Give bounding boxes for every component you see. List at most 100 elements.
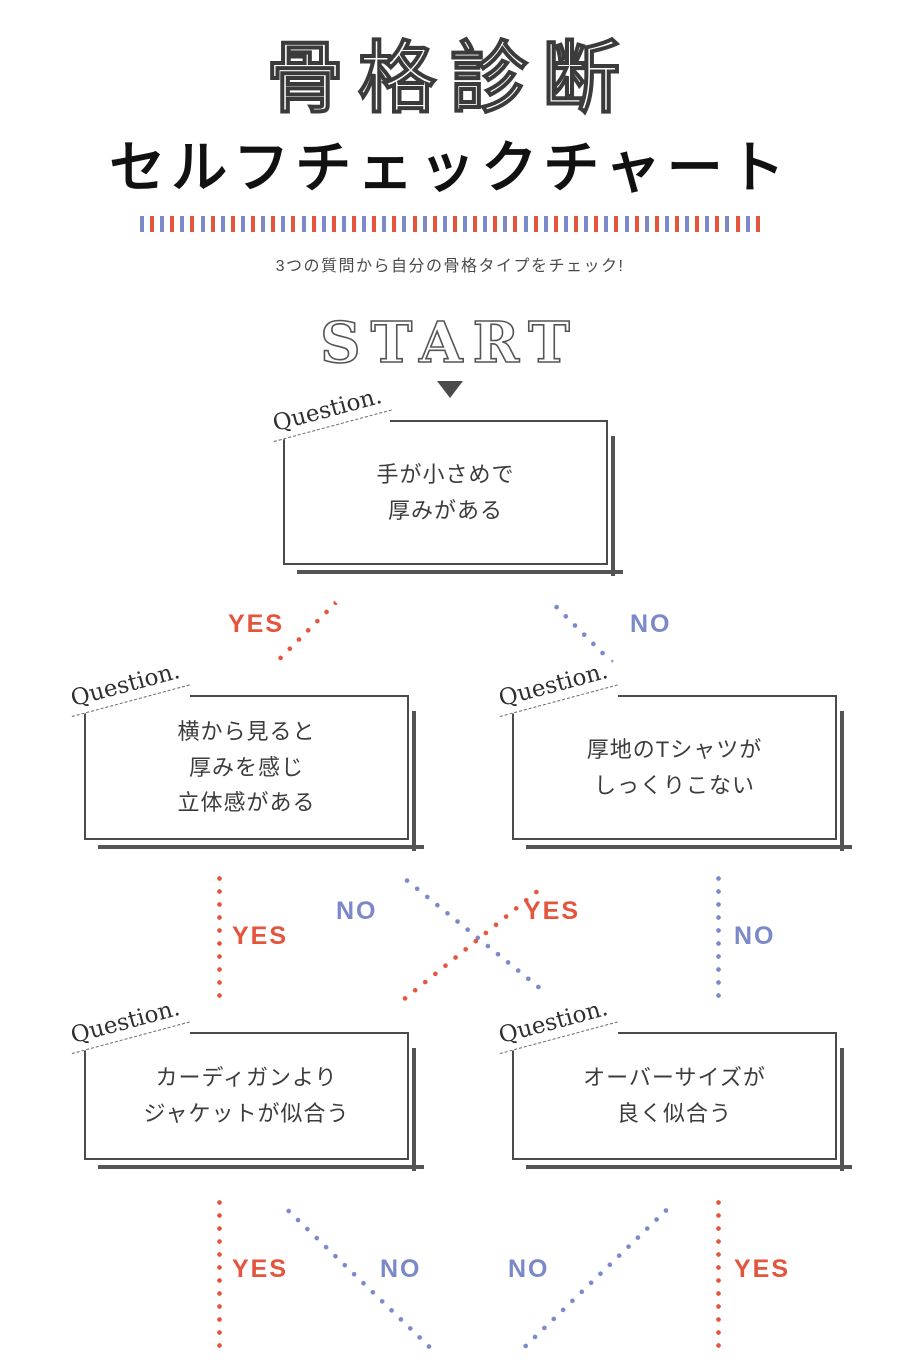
question-box-q3-left: カーディガンより ジャケットが似合う: [84, 1032, 424, 1171]
question-line: 厚みを感じ: [188, 754, 304, 780]
dash-tick: [755, 216, 760, 232]
question-line: 立体感がある: [177, 790, 316, 816]
question-box-q1: 手が小さめで 厚みがある: [283, 420, 623, 576]
connector-yes-q3-right: [716, 1196, 721, 1348]
dash-tick: [341, 216, 346, 232]
question-line: 良く似合う: [616, 1101, 732, 1126]
question-box-q2-right: 厚地のTシャツが しっくりこない: [512, 695, 852, 851]
dash-tick: [725, 216, 730, 232]
question-box-shadow-right: [412, 711, 416, 851]
answer-label-yes: YES: [232, 1255, 289, 1283]
question-box-shadow-bottom: [98, 845, 424, 849]
page-subtitle: 3つの質問から自分の骨格タイプをチェック!: [275, 258, 625, 275]
dash-tick: [503, 216, 508, 232]
dash-tick: [170, 216, 175, 232]
question-box-frame: [512, 1032, 837, 1160]
dash-tick: [715, 216, 720, 232]
dash-tick: [150, 216, 155, 232]
dash-tick: [563, 216, 568, 232]
dash-tick: [695, 216, 700, 232]
dash-tick: [372, 216, 377, 232]
question-line: ジャケットが似合う: [143, 1101, 350, 1126]
question-text-q3-left: カーディガンより ジャケットが似合う: [84, 1032, 409, 1160]
question-text-q1: 手が小さめで 厚みがある: [283, 420, 608, 565]
dash-tick: [473, 216, 478, 232]
question-line: 手が小さめで: [376, 461, 515, 487]
dash-tick: [654, 216, 659, 232]
question-box-shadow-right: [611, 436, 615, 576]
dash-tick: [321, 216, 326, 232]
dash-tick: [614, 216, 619, 232]
dash-tick: [463, 216, 467, 232]
decorative-dash-rule: [140, 216, 760, 232]
question-line: 厚みがある: [387, 497, 503, 523]
question-box-frame: [512, 695, 837, 840]
dash-tick: [543, 216, 548, 232]
dash-tick: [271, 216, 276, 232]
dash-tick: [331, 216, 336, 232]
dash-tick: [251, 216, 256, 232]
question-box-shadow-bottom: [526, 845, 852, 849]
connector-no-q2-right: [716, 872, 721, 1004]
answer-label-yes: YES: [232, 922, 289, 950]
dash-tick: [442, 216, 447, 232]
answer-label-yes: YES: [734, 1255, 791, 1283]
dash-tick: [523, 216, 528, 232]
dash-tick: [735, 216, 740, 232]
answer-label-no: NO: [734, 922, 776, 950]
dash-tick: [745, 216, 750, 232]
question-box-shadow-right: [412, 1048, 416, 1171]
dash-tick: [533, 216, 538, 232]
answer-label-no: NO: [380, 1255, 422, 1283]
dash-tick: [281, 216, 286, 232]
question-box-shadow-right: [840, 1048, 844, 1171]
question-line: 厚地のTシャツが: [586, 736, 763, 762]
dash-tick: [644, 216, 649, 232]
dash-tick: [210, 216, 215, 232]
dash-tick: [705, 216, 710, 232]
dash-tick: [392, 216, 397, 232]
question-line: オーバーサイズが: [583, 1065, 766, 1091]
page-title: セルフチェックチャート: [109, 135, 791, 201]
question-box-q2-left: 横から見ると 厚みを感じ 立体感がある: [84, 695, 424, 851]
dash-tick: [553, 216, 558, 232]
dash-tick: [230, 216, 235, 232]
dash-tick: [432, 216, 437, 232]
dash-tick: [200, 216, 205, 232]
dash-tick: [422, 216, 427, 232]
dash-tick: [382, 216, 387, 232]
dash-tick: [574, 216, 579, 232]
dash-tick: [180, 216, 185, 232]
question-box-frame: [283, 420, 608, 565]
dash-tick: [513, 216, 518, 232]
answer-label-no: NO: [336, 897, 378, 925]
question-text-q2-left: 横から見ると 厚みを感じ 立体感がある: [84, 695, 409, 840]
dash-tick: [634, 216, 639, 232]
dash-tick: [291, 216, 296, 232]
dash-tick: [140, 216, 144, 232]
connector-yes-q3-left: [217, 1196, 222, 1348]
dash-tick: [402, 216, 407, 232]
question-box-frame: [84, 695, 409, 840]
connector-no-q2-left: [400, 874, 548, 995]
dash-tick: [674, 216, 679, 232]
dash-tick: [220, 216, 225, 232]
question-text-q3-right: オーバーサイズが 良く似合う: [512, 1032, 837, 1160]
dash-tick: [160, 216, 165, 232]
question-box-shadow-bottom: [526, 1165, 852, 1169]
answer-label-yes: YES: [524, 897, 581, 925]
dash-tick: [594, 216, 599, 232]
question-box-shadow-bottom: [98, 1165, 424, 1169]
connector-yes-q2-left: [217, 872, 222, 1004]
start-label: START: [319, 309, 580, 377]
question-box-q3-right: オーバーサイズが 良く似合う: [512, 1032, 852, 1171]
dash-tick: [240, 216, 245, 232]
dash-tick: [584, 216, 589, 232]
dash-tick: [604, 216, 609, 232]
question-line: カーディガンより: [155, 1065, 338, 1091]
dash-tick: [362, 216, 367, 232]
dash-tick: [412, 216, 417, 232]
dash-tick: [685, 216, 690, 232]
question-line: しっくりこない: [593, 772, 755, 798]
